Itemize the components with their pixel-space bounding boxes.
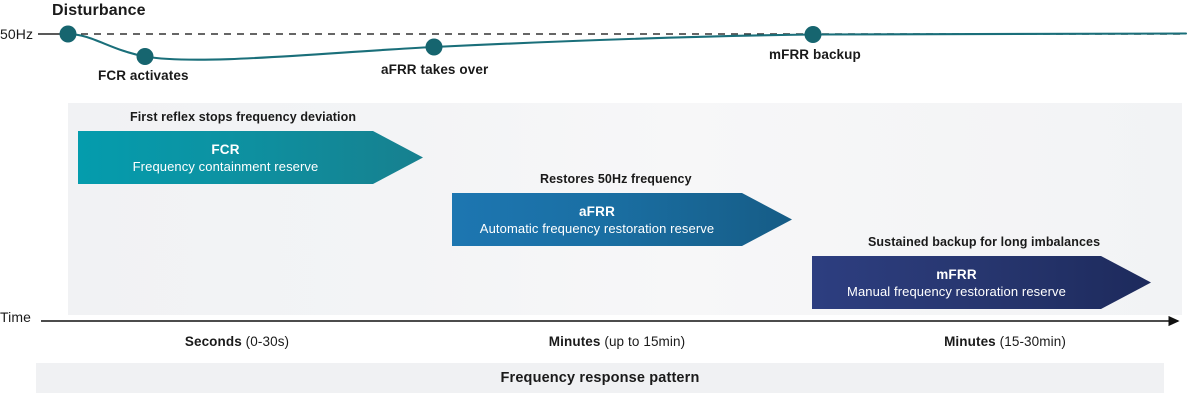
reserve-subtitle-afrr: Automatic frequency restoration reserve [479,220,715,236]
time-axis: Time Seconds (0-30s) Minutes (up to 15mi… [0,309,1200,358]
reserve-arrow-shape-afrr: aFRR Automatic frequency restoration res… [452,193,792,246]
curve-label-fcr-activates: FCR activates [98,68,189,83]
curve-label-disturbance: Disturbance [52,2,146,19]
reserve-title-afrr: aFRR [578,203,616,219]
time-tick-seconds-bold: Seconds [184,334,242,349]
reserve-arrow-shape-fcr: FCR Frequency containment reserve [78,131,423,184]
curve-point-mfrr [804,26,822,43]
reserve-caption-fcr: First reflex stops frequency deviation [130,110,357,124]
footer-bar: Frequency response pattern [36,363,1164,393]
time-tick-minutes-15: Minutes (up to 15min) [549,334,685,349]
curve-label-mfrr-backup: mFRR backup [769,47,861,62]
footer-title: Frequency response pattern [500,370,700,386]
reserve-title-mfrr: mFRR [936,266,977,282]
time-tick-seconds-range: (0-30s) [241,334,290,349]
reserve-arrow-shape-mfrr: mFRR Manual frequency restoration reserv… [812,256,1151,309]
time-tick-minutes-15-range: (up to 15min) [600,334,686,349]
time-axis-label: Time [0,309,31,325]
time-tick-minutes-30-bold: Minutes [944,334,996,349]
time-tick-seconds: Seconds (0-30s) [185,334,289,349]
curve-label-afrr-takes-over: aFRR takes over [381,62,489,77]
time-tick-minutes-15-bold: Minutes [548,334,601,349]
time-tick-minutes-30-range: (15-30min) [995,334,1066,349]
nominal-frequency-label: 50Hz [0,26,34,42]
reserve-caption-mfrr: Sustained backup for long imbalances [868,235,1101,249]
frequency-response-curve [66,32,1188,61]
frequency-curve-svg [38,25,1188,65]
curve-point-disturbance [59,25,77,43]
reserve-subtitle-mfrr: Manual frequency restoration reserve [847,283,1066,299]
curve-point-fcr [136,48,154,65]
curve-point-afrr [425,38,443,56]
time-tick-minutes-30: Minutes (15-30min) [944,334,1066,349]
frequency-curve-area: 50Hz Disturbance FCR activates aFRR take… [0,0,1200,100]
time-axis-arrow-svg [41,316,1180,327]
reserve-caption-afrr: Restores 50Hz frequency [540,172,692,186]
reserve-subtitle-fcr: Frequency containment reserve [132,158,319,174]
reserve-title-fcr: FCR [211,141,240,157]
